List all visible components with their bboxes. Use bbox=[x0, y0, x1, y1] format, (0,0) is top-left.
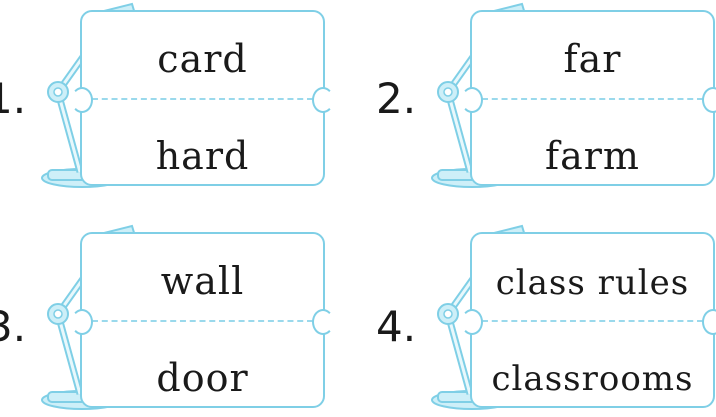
notch-right bbox=[702, 87, 716, 113]
exercise-item-2: 2. far farm bbox=[376, 0, 716, 190]
word-bottom: farm bbox=[545, 134, 640, 178]
word-bottom: classrooms bbox=[491, 359, 694, 399]
notch-left bbox=[71, 309, 93, 335]
item-number: 2. bbox=[376, 74, 417, 123]
notch-right bbox=[702, 309, 716, 335]
exercise-item-4: 4. class rules classrooms bbox=[376, 222, 716, 412]
dashed-divider bbox=[92, 320, 313, 322]
word-top: class rules bbox=[495, 263, 690, 303]
notch-left bbox=[461, 87, 483, 113]
notch-left bbox=[461, 309, 483, 335]
word-bottom: hard bbox=[155, 134, 250, 178]
item-number: 1. bbox=[0, 74, 27, 123]
dashed-divider bbox=[92, 98, 313, 100]
dashed-divider bbox=[482, 320, 703, 322]
word-card: class rules classrooms bbox=[461, 232, 716, 408]
dashed-divider bbox=[482, 98, 703, 100]
exercise-item-3: 3. wall door bbox=[0, 222, 334, 412]
notch-right bbox=[312, 309, 334, 335]
word-card: wall door bbox=[71, 232, 334, 408]
item-number: 4. bbox=[376, 302, 417, 351]
notch-left bbox=[71, 87, 93, 113]
word-top: far bbox=[563, 37, 622, 81]
word-card: far farm bbox=[461, 10, 716, 186]
item-number: 3. bbox=[0, 302, 27, 351]
word-bottom: door bbox=[156, 356, 249, 400]
exercise-item-1: 1. card hard bbox=[0, 0, 334, 190]
word-top: card bbox=[157, 37, 248, 81]
notch-right bbox=[312, 87, 334, 113]
word-card: card hard bbox=[71, 10, 334, 186]
word-top: wall bbox=[160, 259, 245, 303]
